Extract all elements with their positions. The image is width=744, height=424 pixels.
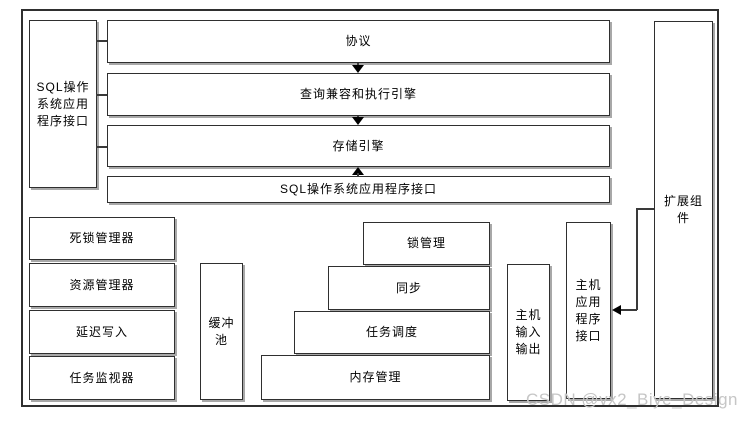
arrow-left-icon <box>612 305 621 315</box>
box-label: 内存管理 <box>349 370 402 384</box>
box-label: 同步 <box>395 280 422 295</box>
box-deadlock-manager: 死锁管理器 <box>29 217 175 260</box>
connector-line <box>636 208 638 310</box>
connector-line <box>96 94 107 96</box>
box-label: 查询兼容和执行引擎 <box>299 87 417 101</box>
connector-line <box>96 40 107 42</box>
box-lazy-write: 延迟写入 <box>29 310 175 354</box>
box-label: 主机输入输出 <box>515 308 542 356</box>
csdn-watermark: CSDN @vx2_Biye_Design <box>525 390 738 409</box>
box-lock-manager: 锁管理 <box>363 222 490 265</box>
box-host-api: 主机应用程序接口 <box>566 222 611 399</box>
box-resource-manager: 资源管理器 <box>29 263 175 307</box>
box-sql-os-api-left: SQL操作系统应用程序接口 <box>29 20 97 188</box>
box-sql-os-api-bottom: SQL操作系统应用程序接口 <box>107 176 610 203</box>
box-label: SQL操作系统应用程序接口 <box>36 79 90 128</box>
box-memory-manager: 内存管理 <box>261 355 490 400</box>
box-label: 死锁管理器 <box>69 231 135 245</box>
box-storage-engine: 存储引擎 <box>107 125 610 167</box>
arrow-down-icon <box>352 117 364 125</box>
box-task-scheduler: 任务调度 <box>294 311 490 354</box>
box-protocol: 协议 <box>107 20 610 63</box>
box-label: 锁管理 <box>406 236 446 250</box>
box-label: 扩展组件 <box>663 194 703 225</box>
arrow-stem <box>357 173 359 176</box>
box-label: 任务监视器 <box>69 370 135 385</box>
box-host-io: 主机输入输出 <box>507 264 550 401</box>
connector-line <box>637 208 654 210</box>
box-extension-component: 扩展组件 <box>654 21 713 399</box>
diagram-outer-frame <box>21 9 719 407</box>
connector-line <box>620 309 637 311</box>
box-label: 任务调度 <box>365 325 418 339</box>
box-label: 资源管理器 <box>69 277 135 292</box>
box-buffer-pool: 缓冲池 <box>200 263 243 400</box>
box-sync: 同步 <box>328 266 490 310</box>
connector-line <box>96 146 107 148</box>
box-label: 延迟写入 <box>75 324 128 339</box>
arrow-up-icon <box>352 167 364 175</box>
box-label: 协议 <box>345 34 372 48</box>
box-label: 缓冲池 <box>208 315 235 347</box>
box-task-monitor: 任务监视器 <box>29 356 175 400</box>
arrow-down-icon <box>352 65 364 73</box>
box-label: 主机应用程序接口 <box>575 277 602 343</box>
box-label: SQL操作系统应用程序接口 <box>279 182 437 196</box>
box-query-engine: 查询兼容和执行引擎 <box>107 73 610 116</box>
box-label: 存储引擎 <box>332 138 385 153</box>
